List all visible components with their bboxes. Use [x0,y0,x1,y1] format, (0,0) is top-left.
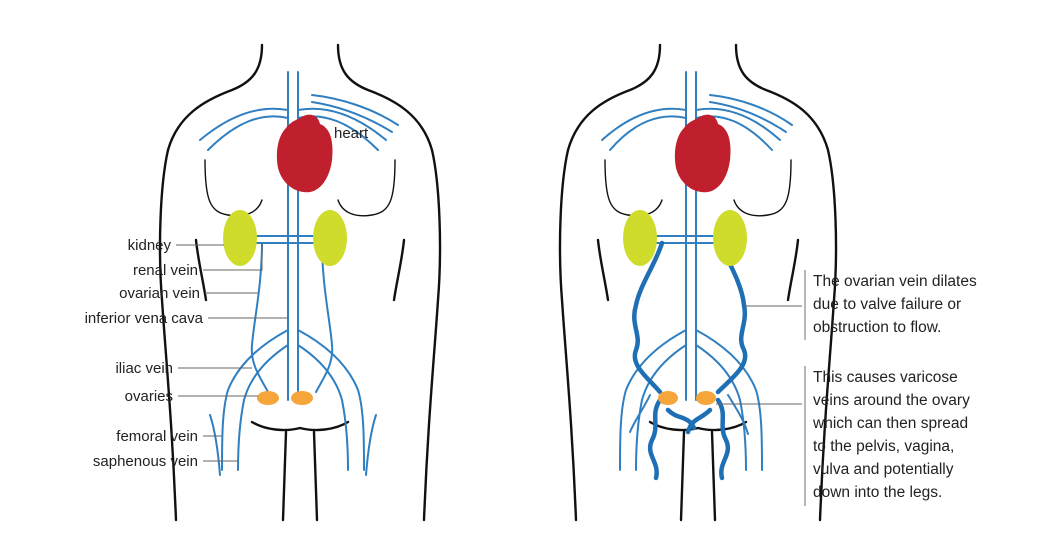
label-femoral-vein: femoral vein [116,428,198,445]
label-renal-vein: renal vein [133,262,198,279]
label-kidney: kidney [128,237,172,254]
kidney-icon-right-figure-right [713,210,747,266]
left-figure: heart kidney renal vein ovarian vein inf… [85,43,442,522]
note-varicose-line-5: vulva and potentially [813,461,954,478]
note-dilation-line-3: obstruction to flow. [813,319,941,336]
note-varicose-line-3: which can then spread [812,415,968,432]
label-iliac-vein: iliac vein [115,360,173,377]
ovary-icon-left [257,391,279,405]
note-dilation-line-1: The ovarian vein dilates [813,273,977,290]
right-figure: The ovarian vein dilates due to valve fa… [558,43,977,522]
note-dilation-line-2: due to valve failure or [813,296,961,313]
leader-lines-left [176,243,288,462]
label-ovarian-vein: ovarian vein [119,285,200,302]
note-varicose-line-2: veins around the ovary [813,392,970,409]
kidney-icon-right [313,210,347,266]
ovary-icon-right-figure-right [696,391,716,405]
label-ovaries: ovaries [125,388,173,405]
ovary-icon-right-figure-left [658,391,678,405]
note-dilation: The ovarian vein dilates due to valve fa… [813,273,977,336]
body-outline-right [558,43,838,522]
label-heart: heart [334,125,369,142]
note-varicose: This causes varicose veins around the ov… [812,369,970,501]
note-varicose-line-4: to the pelvis, vagina, [813,438,954,455]
ovary-icon-right [291,391,313,405]
label-inferior-vena-cava: inferior vena cava [85,310,204,327]
note-varicose-line-1: This causes varicose [813,369,958,386]
note-varicose-line-6: down into the legs. [813,484,942,501]
heart-icon-right [674,114,731,193]
kidney-icon-right-figure-left [623,210,657,266]
kidney-icon-left [223,210,257,266]
label-saphenous-vein: saphenous vein [93,453,198,470]
heart-icon [276,114,333,193]
body-outline-left [158,43,442,522]
